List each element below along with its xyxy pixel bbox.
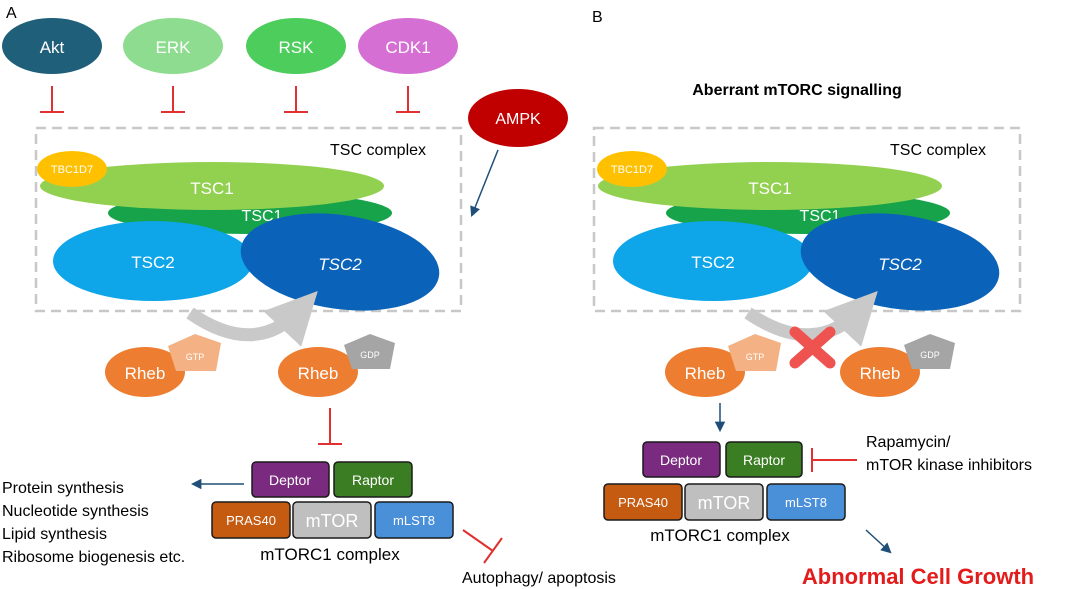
panel-a-label: A [6,5,17,22]
tsc1-light-label-b: TSC1 [748,179,791,198]
panel-b: B Aberrant mTORC signalling TSC complex … [592,9,1034,589]
tbc1d7-node: TBC1D7 [37,151,107,187]
tsc-complex-box [34,126,463,313]
rheb-gdp-label-b: Rheb [860,364,901,383]
tsc-complex-label: TSC complex [330,142,426,159]
gtp-pentagon-b [728,334,781,371]
tsc2-dark-node: TSC2 [240,213,440,311]
output-ribosome-biogenesis: Ribosome biogenesis etc. [2,549,185,566]
inhibitor-label-2: mTOR kinase inhibitors [866,457,1032,474]
panel-b-title: Aberrant mTORC signalling [692,82,902,99]
deptor-box-b [642,441,721,478]
tsc2-dark-label-b: TSC2 [878,255,922,274]
tsc2-light-node: TSC2 [53,221,253,301]
tsc2-dark-node-b: TSC2 [800,213,1000,311]
tbc1d7-label-b: TBC1D7 [611,164,653,176]
mtorc1-label-b: mTORC1 complex [650,526,790,545]
cdk1-node: CDK1 [358,18,458,74]
mlst8-label-b: mLST8 [785,495,827,510]
rheb-gtp-label: Rheb [125,364,166,383]
mlst8-box [374,501,454,539]
raptor-box-b [725,441,803,478]
gdp-pentagon [344,334,395,369]
gtp-label: GTP [186,352,205,362]
deptor-label-b: Deptor [660,452,702,468]
erk-node: ERK [123,18,223,74]
rheb-gdp-node-b: Rheb GDP [840,334,955,397]
tsc2-dark-label: TSC2 [318,255,362,274]
gdp-pentagon-b [904,334,955,369]
gdp-label: GDP [360,350,380,360]
raptor-label: Raptor [352,472,394,488]
deptor-box [251,461,330,498]
tsc2-light-label: TSC2 [131,253,174,272]
growth-arrow [865,529,892,554]
deptor-label: Deptor [269,472,311,488]
mtorc1-complex-a: Deptor Raptor PRAS40 mTOR mLST8 mTORC1 c… [211,461,454,564]
raptor-box [333,461,413,498]
output-nucleotide-synthesis: Nucleotide synthesis [2,503,149,520]
rheb-gtp-label-b: Rheb [685,364,726,383]
pras40-label: PRAS40 [226,513,276,528]
mlst8-box-b [766,483,846,521]
autophagy-inhibition [462,529,503,564]
gtp-hydrolysis-arrow-b [744,291,878,347]
panel-b-label: B [592,9,603,26]
mtorc1-label-a: mTORC1 complex [260,545,400,564]
pras40-label-b: PRAS40 [618,495,668,510]
inhibitor-bar [811,448,857,472]
tbc1d7-label: TBC1D7 [51,164,93,176]
tsc2-light-label-b: TSC2 [691,253,734,272]
inhibitor-label-1: Rapamycin/ [866,434,951,451]
pras40-box [211,501,291,539]
tbc1d7-node-b: TBC1D7 [597,151,667,187]
ampk-label: AMPK [495,111,541,128]
tsc1-light-node: TSC1 [40,162,384,210]
gdp-label-b: GDP [920,350,940,360]
tsc2-light-node-b: TSC2 [613,221,813,301]
akt-node: Akt [2,18,102,74]
gtp-pentagon [168,334,221,371]
rheb-gtp-node: Rheb GTP [105,334,221,397]
pras40-box-b [603,483,683,521]
rsk-label: RSK [279,38,315,57]
autophagy-label: Autophagy/ apoptosis [462,570,616,587]
abnormal-cell-growth: Abnormal Cell Growth [802,564,1034,589]
gtp-label-b: GTP [746,352,765,362]
rheb-gtp-node-b: Rheb GTP [665,334,781,397]
upstream-inhibition-bars [40,86,420,113]
mlst8-label: mLST8 [393,513,435,528]
output-protein-synthesis: Protein synthesis [2,480,124,497]
mtorc1-complex-b: Deptor Raptor PRAS40 mTOR mLST8 mTORC1 c… [603,441,846,545]
downstream-outputs: Protein synthesis Nucleotide synthesis L… [2,480,185,566]
tsc1-light-node-b: TSC1 [598,162,942,210]
mtor-box-b [684,483,764,521]
tsc-complex-label-b: TSC complex [890,142,986,159]
ampk-node: AMPK [468,89,568,147]
blocked-cross [789,326,836,369]
tsc-complex-box-b [592,126,1022,313]
mtor-label-b: mTOR [698,493,751,513]
erk-label: ERK [156,38,192,57]
rsk-node: RSK [246,18,346,74]
rheb-mtorc1-bar [318,408,342,445]
panel-a: A Akt ERK RSK CDK1 AMPK [2,5,616,587]
akt-label: Akt [40,38,65,57]
gtp-hydrolysis-arrow [186,291,318,347]
tsc1-light-label: TSC1 [190,179,233,198]
cdk1-label: CDK1 [385,38,430,57]
rheb-gdp-node: Rheb GDP [278,334,395,397]
mtor-box [292,501,372,539]
raptor-label-b: Raptor [743,452,785,468]
rheb-gdp-label: Rheb [298,364,339,383]
ampk-activation-arrow [470,149,499,217]
mtor-label: mTOR [306,511,359,531]
output-lipid-synthesis: Lipid synthesis [2,526,107,543]
